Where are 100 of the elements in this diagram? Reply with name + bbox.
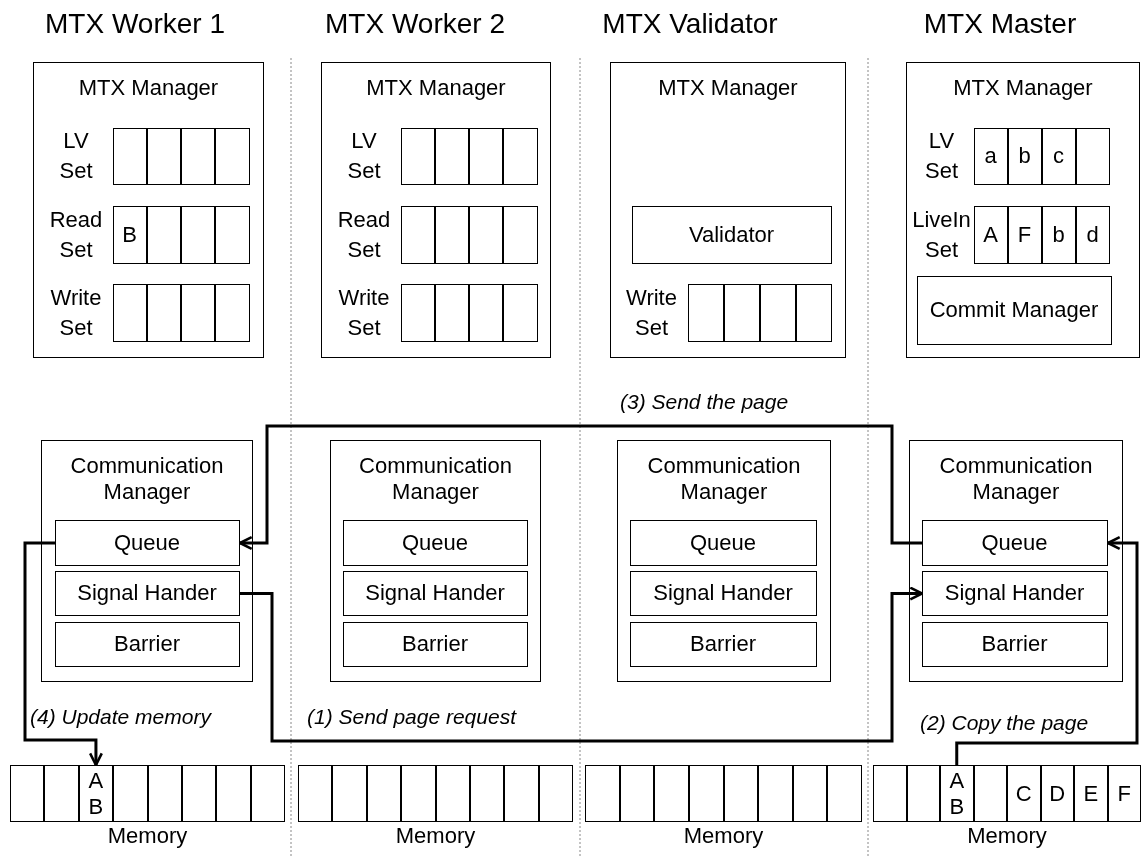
register-cell [723, 283, 760, 342]
cell-value: D [1049, 780, 1066, 807]
register-cell [434, 283, 469, 342]
arrow [955, 535, 1139, 765]
memory-cell [654, 765, 689, 822]
component-box [342, 570, 528, 616]
register-cell [1041, 127, 1076, 185]
memory-cell [585, 765, 620, 822]
box-label: Signal Hander [653, 580, 793, 606]
panel-title: MTX Manager [77, 75, 220, 101]
memory-label: Memory [682, 823, 765, 849]
memory-cell [44, 765, 79, 822]
component-box [629, 621, 817, 667]
box-label: Queue [113, 529, 181, 556]
memory-cell [758, 765, 793, 822]
register-cell [795, 283, 832, 342]
box-label: Barrier [981, 631, 1048, 657]
memory-cell [147, 765, 182, 822]
memory-cell [10, 765, 45, 822]
register-cell [400, 283, 435, 342]
set-label: LV Set [924, 127, 959, 185]
memory-label: Memory [966, 823, 1048, 849]
box-label: Queue [401, 529, 469, 556]
component-box [54, 570, 240, 616]
memory-cell [723, 765, 759, 822]
memory-cell [181, 765, 217, 822]
memory-cell [401, 765, 436, 822]
manager-panel [906, 62, 1140, 358]
box-label: Queue [689, 529, 757, 556]
memory-cell [538, 765, 573, 822]
component-box [921, 570, 1108, 616]
register-cell [759, 283, 796, 342]
cell-value: B [88, 793, 104, 820]
cell-value: A [88, 767, 104, 794]
memory-cell [1074, 765, 1108, 822]
cell-value: E [1083, 780, 1099, 807]
panel-title: MTX Manager [952, 75, 1094, 101]
panel-title: MTX Manager [365, 75, 507, 101]
memory-cell [366, 765, 402, 822]
register-cell [146, 205, 181, 264]
memory-cell [873, 765, 907, 822]
component-box [921, 621, 1108, 667]
memory-cell [792, 765, 828, 822]
register-cell [400, 127, 435, 185]
memory-cell [827, 765, 862, 822]
memory-cell [78, 765, 114, 822]
box-label: Commit Manager [929, 297, 1099, 323]
component-box [342, 621, 528, 667]
component-box [921, 519, 1108, 566]
cell-value: A [949, 767, 965, 794]
manager-panel [909, 440, 1123, 682]
panel-title: Communication Manager [358, 453, 513, 505]
set-label: Read Set [48, 205, 104, 264]
register-cell [503, 127, 538, 185]
component-box [54, 621, 240, 667]
cell-value: B [122, 221, 137, 248]
cell-value: C [1015, 780, 1032, 807]
memory-array [585, 765, 862, 849]
memory-cell [973, 765, 1007, 822]
set-label: Read Set [336, 205, 392, 264]
column-title: MTX Master [923, 8, 1077, 40]
register-cell [146, 127, 181, 185]
register-cell [1007, 205, 1042, 264]
panel-title: Communication Manager [938, 453, 1094, 505]
set-label: Write Set [337, 283, 391, 342]
memory-cell [332, 765, 367, 822]
register-cell [1041, 205, 1076, 264]
manager-panel [617, 440, 831, 682]
register-cell [503, 283, 538, 342]
memory-cell [435, 765, 470, 822]
cell-value: A [983, 221, 998, 248]
memory-cell [688, 765, 724, 822]
memory-cell [250, 765, 285, 822]
cell-value: F [1117, 780, 1131, 807]
box-label: Barrier [114, 631, 180, 657]
register-cell [503, 205, 538, 264]
register-cell [215, 283, 250, 342]
cell-value: b [1018, 143, 1031, 169]
cell-value: c [1053, 143, 1064, 169]
memory-cell [619, 765, 655, 822]
component-box [629, 570, 817, 616]
manager-panel [321, 62, 551, 358]
box-label: Queue [981, 529, 1048, 556]
memory-cell [113, 765, 148, 822]
set-label: Write Set [625, 283, 678, 342]
register-cell [146, 283, 181, 342]
panel-title: Communication Manager [69, 453, 225, 505]
register-cell [181, 205, 216, 264]
manager-panel [41, 440, 253, 682]
memory-array [10, 765, 285, 849]
component-box [631, 205, 832, 264]
register-cell [973, 127, 1008, 185]
manager-panel [330, 440, 541, 682]
register-cell [181, 127, 216, 185]
box-label: Validator [688, 221, 775, 248]
set-label: Write Set [49, 283, 103, 342]
manager-panel [610, 62, 846, 358]
register-cell [1075, 205, 1110, 264]
set-label: LV Set [58, 127, 94, 185]
register-cell [469, 127, 504, 185]
